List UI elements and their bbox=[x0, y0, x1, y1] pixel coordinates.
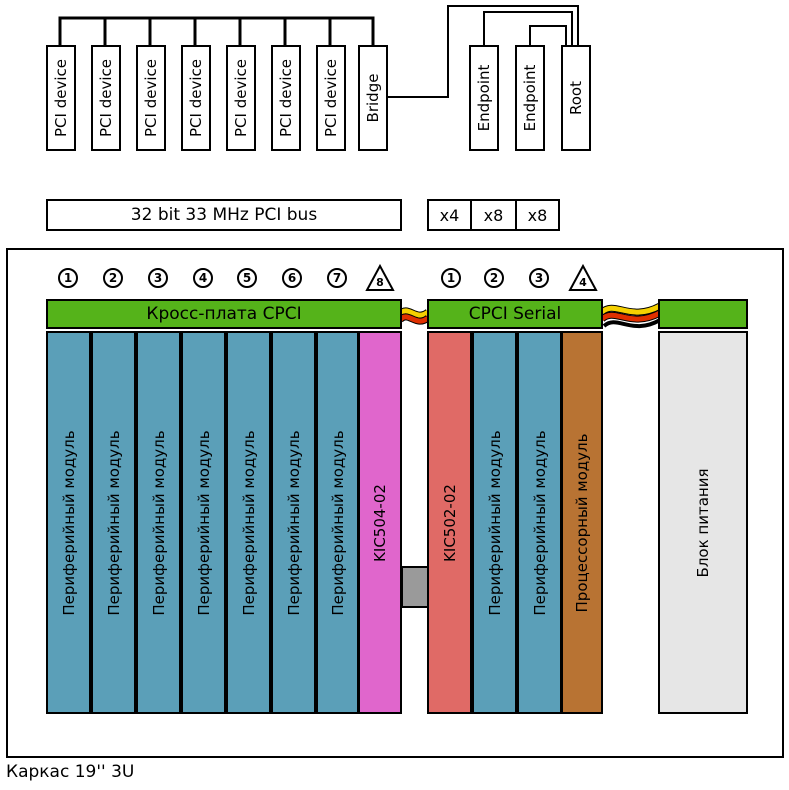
pci-device: PCI device bbox=[136, 45, 166, 151]
lane-x8: x8 bbox=[515, 199, 560, 231]
slot-number: 3 bbox=[148, 268, 168, 288]
slot-number: 6 bbox=[282, 268, 302, 288]
peripheral-module-slot: Периферийный модуль bbox=[517, 331, 562, 714]
peripheral-module-slot: Периферийный модуль bbox=[316, 331, 359, 714]
pci-device: PCI device bbox=[316, 45, 346, 151]
slot-number: 5 bbox=[237, 268, 257, 288]
peripheral-module-slot: Периферийный модуль bbox=[46, 331, 91, 714]
chassis-caption: Каркас 19'' 3U bbox=[6, 762, 135, 782]
peripheral-module-slot: Периферийный модуль bbox=[91, 331, 136, 714]
cpci-serial-bar: CPCI Serial bbox=[427, 299, 603, 329]
endpoint-box: Endpoint bbox=[515, 45, 545, 151]
slot-number: 1 bbox=[441, 268, 461, 288]
kic502-module-slot: KIC502-02 bbox=[427, 331, 472, 714]
pci-bus-label: 32 bit 33 MHz PCI bus bbox=[46, 199, 402, 231]
cpci-backplane-bar: Кросс-плата CPCI bbox=[46, 299, 402, 329]
warning-slot-number: 4 bbox=[579, 276, 587, 289]
slot-number: 1 bbox=[58, 268, 78, 288]
slot-number: 3 bbox=[529, 268, 549, 288]
lane-x8: x8 bbox=[470, 199, 517, 231]
warning-slot-number: 8 bbox=[376, 276, 384, 289]
peripheral-module-slot: Периферийный модуль bbox=[181, 331, 226, 714]
pci-device: PCI device bbox=[181, 45, 211, 151]
cpu-module-slot: Процессорный модуль bbox=[561, 331, 603, 714]
endpoint-box: Endpoint bbox=[469, 45, 499, 151]
bridge-box: Bridge bbox=[358, 45, 388, 151]
peripheral-module-slot: Периферийный модуль bbox=[136, 331, 181, 714]
slot-number: 2 bbox=[484, 268, 504, 288]
peripheral-module-slot: Периферийный модуль bbox=[271, 331, 316, 714]
pci-device: PCI device bbox=[46, 45, 76, 151]
lane-x4: x4 bbox=[427, 199, 472, 231]
power-bar bbox=[658, 299, 748, 329]
slot-number: 7 bbox=[327, 268, 347, 288]
pci-device: PCI device bbox=[226, 45, 256, 151]
slot-number: 4 bbox=[193, 268, 213, 288]
pci-device: PCI device bbox=[271, 45, 301, 151]
peripheral-module-slot: Периферийный модуль bbox=[226, 331, 271, 714]
slot-number: 2 bbox=[103, 268, 123, 288]
pci-device: PCI device bbox=[91, 45, 121, 151]
power-supply-slot: Блок питания bbox=[658, 331, 748, 714]
root-box: Root bbox=[561, 45, 591, 151]
peripheral-module-slot: Периферийный модуль bbox=[472, 331, 517, 714]
chassis-frame bbox=[6, 248, 784, 758]
kic504-module-slot: KIC504-02 bbox=[358, 331, 402, 714]
